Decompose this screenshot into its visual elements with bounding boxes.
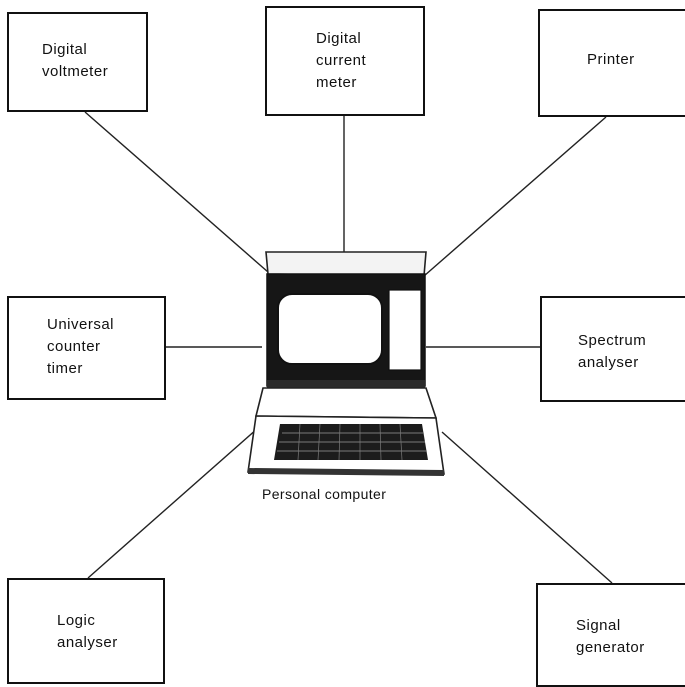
line-signal [441, 431, 613, 584]
printer-box: Printer [538, 9, 685, 117]
digital-current-meter-label: Digital current meter [316, 30, 367, 91]
printer-label: Printer [587, 51, 635, 68]
screen [277, 293, 383, 365]
monitor-side-panel [388, 289, 422, 371]
line-voltmeter [84, 111, 269, 273]
logic-analyser-box: Logic analyser [7, 578, 165, 684]
keyboard-base [248, 468, 444, 476]
personal-computer-caption: Personal computer [262, 486, 387, 502]
universal-counter-timer-box: Universal counter timer [7, 296, 166, 400]
monitor-top [265, 251, 427, 277]
monitor-base [267, 380, 425, 388]
line-printer [423, 116, 607, 277]
spectrum-analyser-label: Spectrum analyser [578, 332, 647, 371]
spectrum-analyser-box: Spectrum analyser [540, 296, 685, 402]
signal-generator-label: Signal generator [576, 617, 645, 656]
digital-voltmeter-label: Digital voltmeter [42, 41, 109, 80]
digital-voltmeter-box: Digital voltmeter [7, 12, 148, 112]
digital-current-meter-box: Digital current meter [265, 6, 425, 116]
keyboard-top [254, 387, 438, 419]
universal-counter-timer-label: Universal counter timer [47, 316, 115, 377]
personal-computer-illustration [247, 251, 445, 476]
line-logic [87, 427, 259, 579]
logic-analyser-label: Logic analyser [57, 612, 118, 651]
signal-generator-box: Signal generator [536, 583, 685, 687]
